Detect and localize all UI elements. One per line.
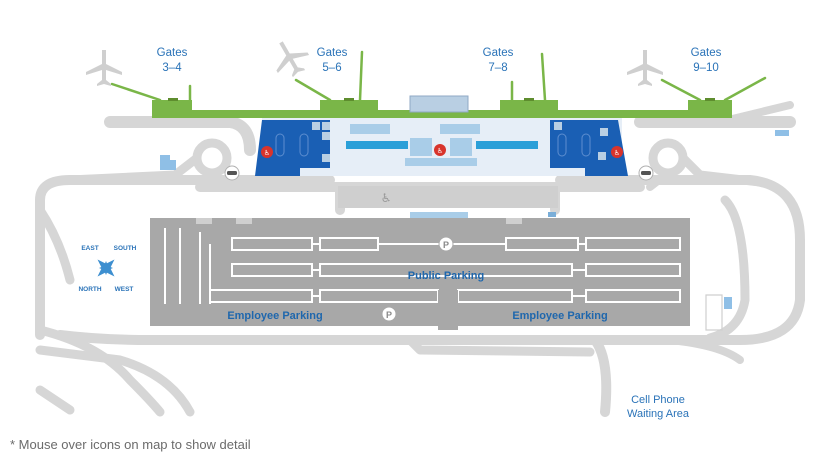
gate-labels: Gates 3–4 Gates 5–6 Gates 7–8 Gates 9–10 — [157, 47, 722, 74]
restroom-icon[interactable]: ♿ — [261, 146, 273, 158]
gates-9-10-label-line1: Gates — [691, 47, 722, 59]
compass-icon: EAST SOUTH NORTH WEST — [78, 245, 136, 293]
parking-icon[interactable]: P — [438, 236, 454, 252]
gates-7-8-label-line2: 7–8 — [488, 62, 507, 74]
gates-7-8-label-line1: Gates — [483, 47, 514, 59]
employee-parking-right-label: Employee Parking — [512, 310, 607, 322]
svg-text:P: P — [443, 240, 449, 250]
compass-south: SOUTH — [114, 245, 137, 252]
terminal-wing-right — [550, 120, 628, 176]
svg-text:P: P — [386, 310, 392, 320]
concourse — [110, 50, 767, 118]
car-icon[interactable] — [638, 165, 654, 181]
gate-building-5-6 — [320, 100, 378, 118]
footnote: * Mouse over icons on map to show detail — [10, 437, 251, 452]
car-icon[interactable] — [224, 165, 240, 181]
airplane-icon — [627, 50, 663, 86]
svg-text:♿: ♿ — [437, 147, 443, 155]
airplanes — [86, 41, 663, 86]
terminal-wing-left — [255, 120, 330, 176]
gate-building-7-8 — [500, 100, 558, 118]
parking-lot: P P — [150, 218, 690, 330]
svg-text:♿: ♿ — [264, 149, 270, 157]
roads — [35, 101, 805, 417]
small-buildings — [160, 130, 789, 309]
gate-building-9-10 — [688, 100, 732, 118]
gates-5-6-label-line2: 5–6 — [322, 62, 341, 74]
airplane-icon — [276, 41, 310, 78]
restroom-icon[interactable]: ♿ — [434, 144, 446, 156]
compass-north: NORTH — [78, 286, 101, 293]
cell-phone-label-line2: Waiting Area — [627, 408, 690, 420]
public-parking-label: Public Parking — [408, 270, 484, 282]
cell-phone-label-line1: Cell Phone — [631, 394, 685, 406]
terminal: ♿ ♿ ♿ — [255, 118, 628, 176]
compass-east: EAST — [81, 245, 98, 252]
svg-text:♿: ♿ — [614, 149, 620, 157]
accessible-icon[interactable]: ♿ — [381, 191, 392, 205]
gates-9-10-label-line2: 9–10 — [693, 62, 719, 74]
restroom-icon[interactable]: ♿ — [611, 146, 623, 158]
airplane-icon — [86, 50, 122, 86]
gates-3-4-label-line1: Gates — [157, 47, 188, 59]
parking-icon[interactable]: P — [381, 306, 397, 322]
gate-building-3-4 — [152, 100, 192, 118]
compass-west: WEST — [115, 286, 134, 293]
gates-5-6-label-line1: Gates — [317, 47, 348, 59]
gates-3-4-label-line2: 3–4 — [162, 62, 182, 74]
employee-parking-left-label: Employee Parking — [227, 310, 322, 322]
